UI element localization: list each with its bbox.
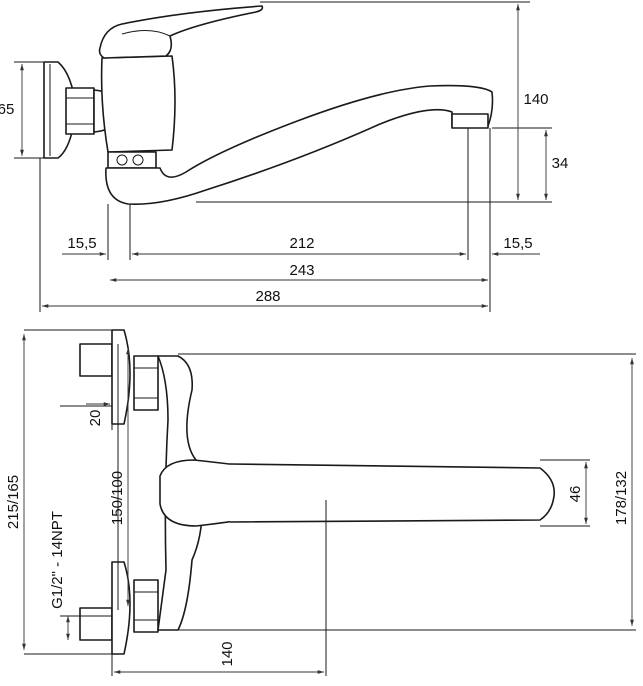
- top-view: 215/165 G1/2" - 14NPT 20 150/100 46 178/…: [5, 329, 636, 676]
- dim-pipe-length: 20: [87, 410, 104, 427]
- top-upper-flange: [111, 329, 131, 425]
- top-lower-flange: [111, 561, 131, 655]
- dim-thread-spec: G1/2" - 14NPT: [49, 511, 66, 609]
- side-spout: [105, 84, 494, 206]
- top-upper-nut: [133, 355, 159, 411]
- dim-max-width: 215/165: [5, 475, 22, 529]
- side-valve-body: [100, 55, 176, 153]
- side-aerator: [451, 113, 489, 129]
- dim-handle-width: 46: [567, 486, 584, 503]
- top-lower-nut: [133, 579, 159, 633]
- dim-handle-depth: 140: [219, 641, 236, 666]
- dim-mid-length: 243: [289, 262, 314, 279]
- dim-total-length: 288: [255, 288, 280, 305]
- side-lower-nut: [107, 151, 157, 169]
- top-upper-pipe: [79, 343, 113, 377]
- dim-center-distance: 150/100: [109, 471, 126, 525]
- dim-spout-length: 212: [289, 235, 314, 252]
- dim-spout-height: 34: [552, 155, 569, 172]
- top-lower-pipe: [79, 607, 113, 641]
- side-lever-handle: [98, 5, 264, 59]
- dim-right-offset: 15,5: [503, 235, 532, 252]
- dim-total-height: 140: [523, 91, 548, 108]
- top-spout: [229, 463, 556, 523]
- side-hex-nut: [65, 87, 95, 135]
- dim-left-offset: 15,5: [67, 235, 96, 252]
- side-view: 65 140 34 15,5 212 15,5 243 288: [0, 1, 569, 312]
- dim-depth: 178/132: [613, 471, 630, 525]
- dim-mount-height: 65: [0, 101, 14, 118]
